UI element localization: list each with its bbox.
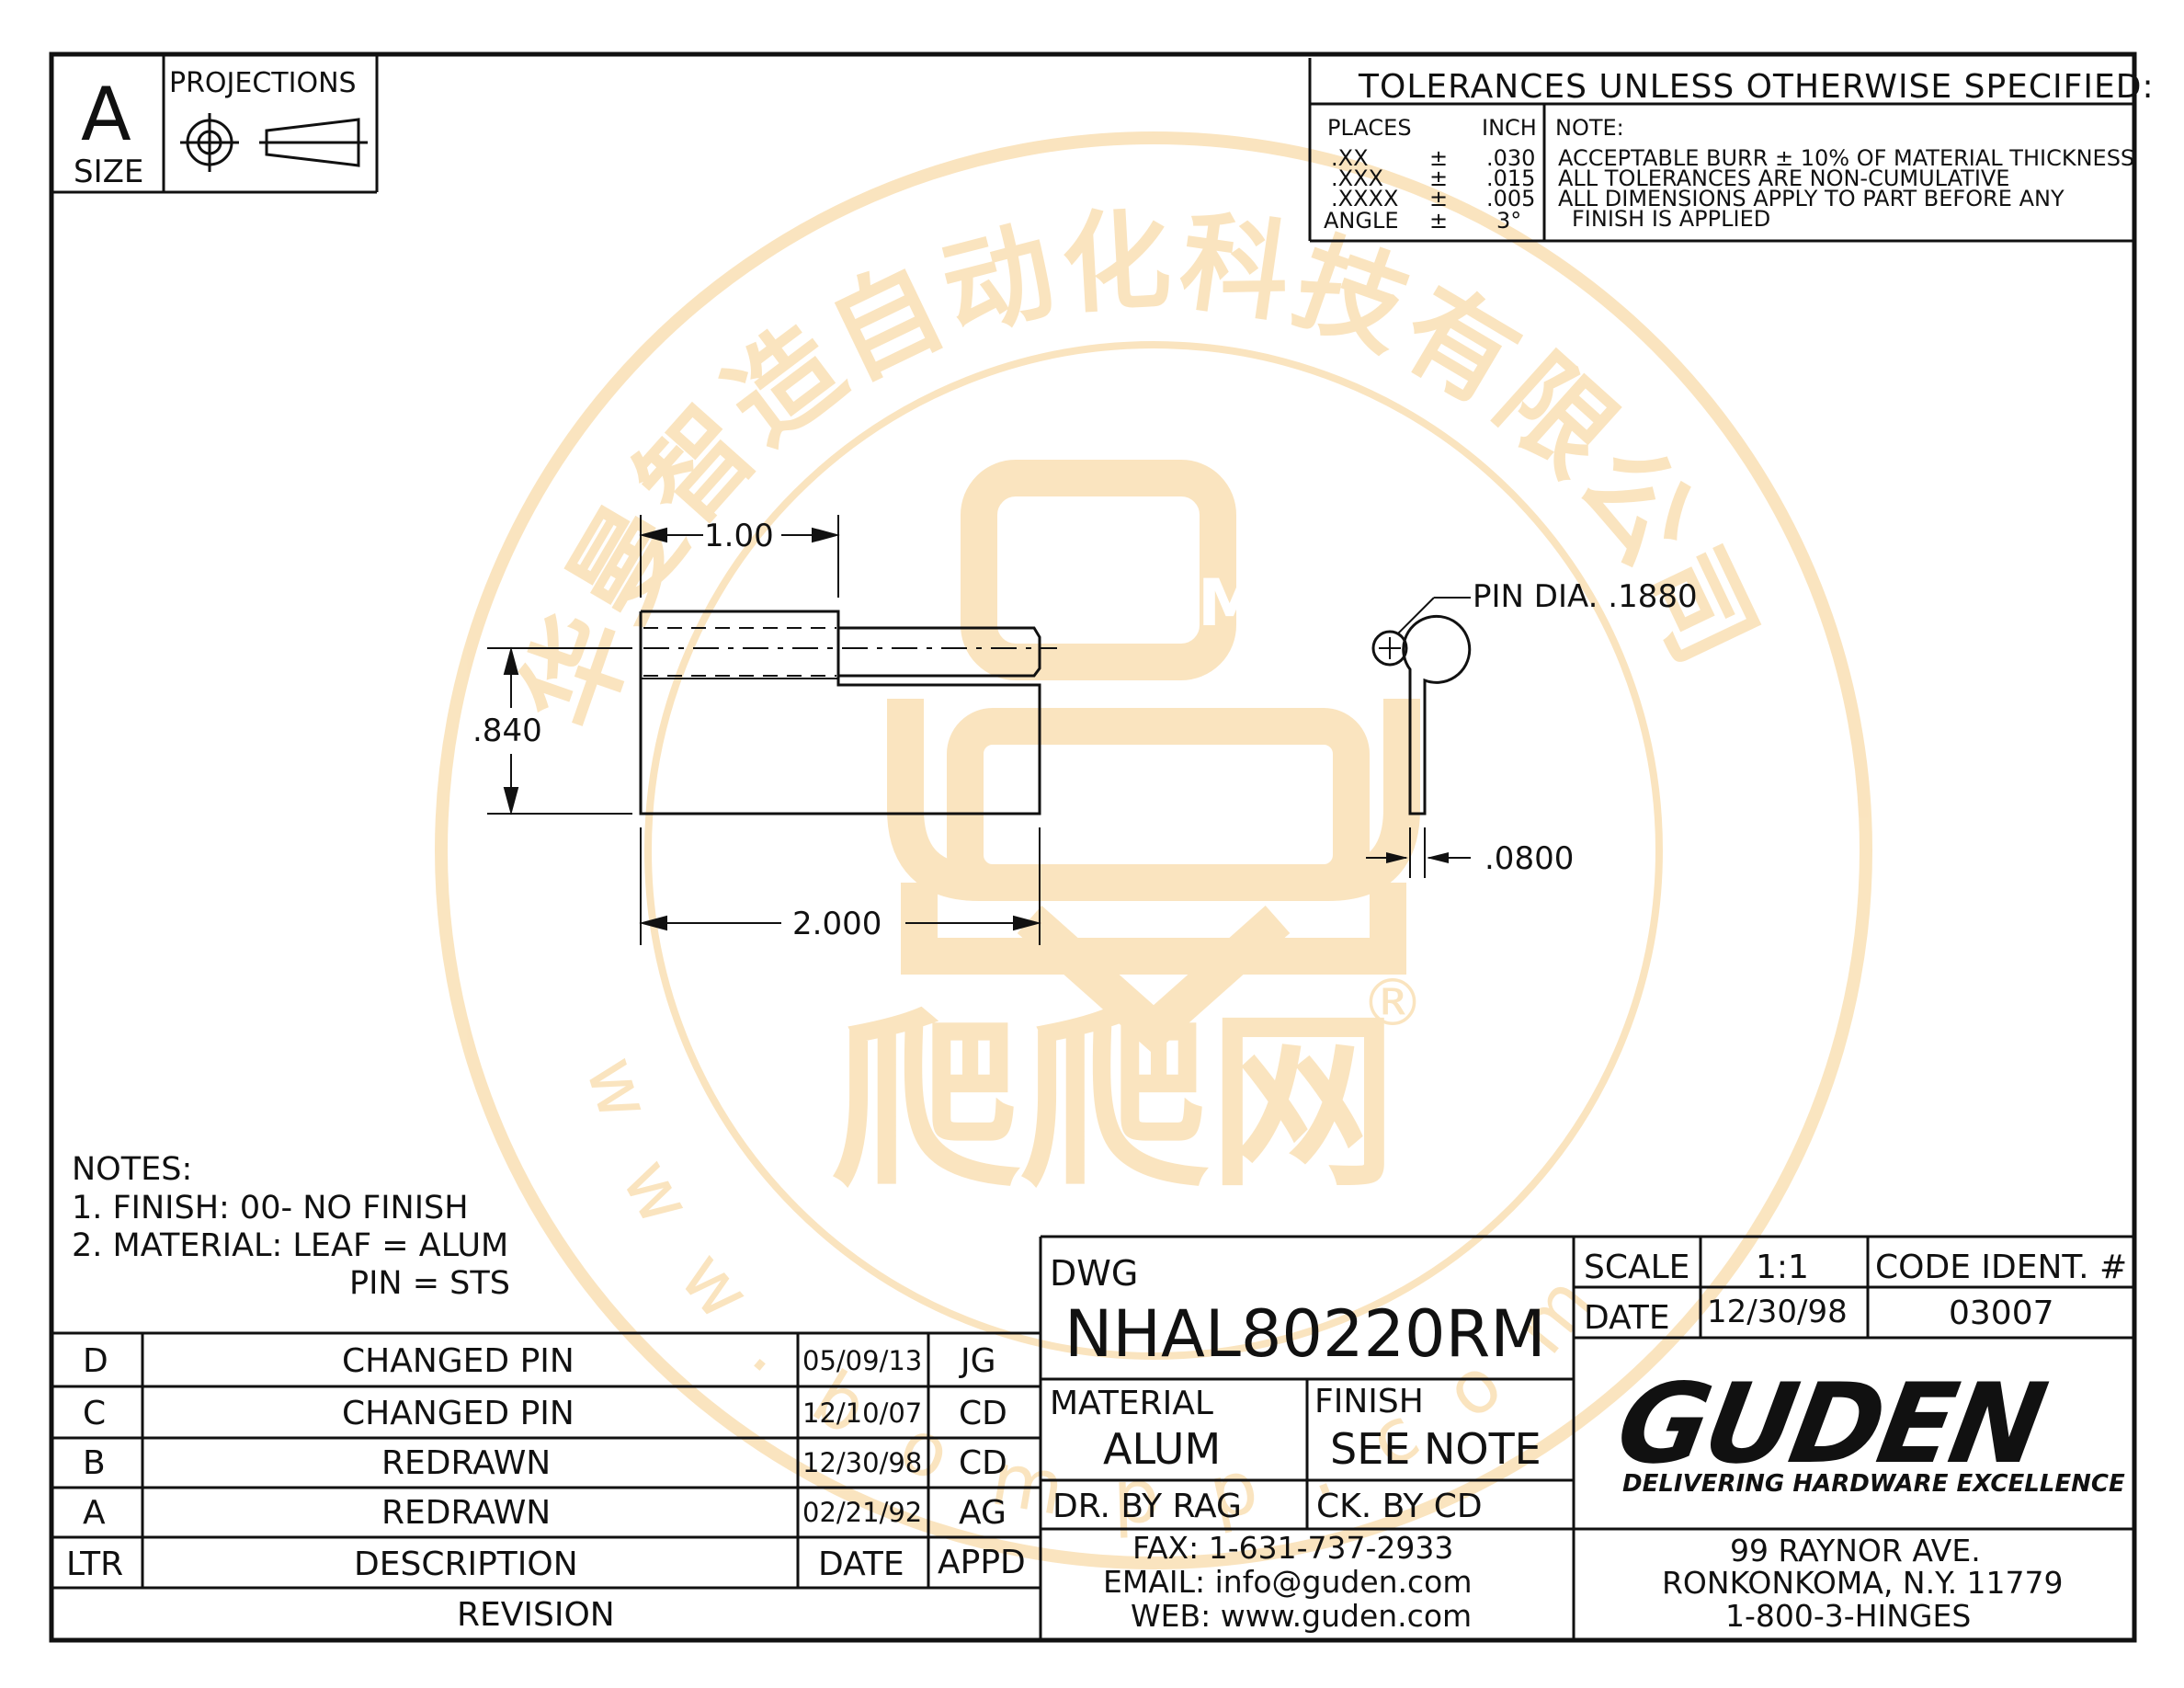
dimension-top-width [639, 515, 840, 598]
dimension-bottom-width [639, 827, 1041, 945]
material-label: MATERIAL [1050, 1385, 1213, 1422]
tolerance-inch-header: INCH [1482, 115, 1537, 141]
tolerance-note-line: FINISH IS APPLIED [1572, 206, 1770, 232]
dimension-bottom-width-label: 2.000 [792, 906, 882, 942]
drawn-by: DR. BY RAG [1052, 1488, 1242, 1525]
revision-date: 12/10/07 [802, 1397, 922, 1429]
tolerance-place: .XX [1331, 145, 1369, 171]
fax-line: FAX: 1-631-737-2933 [1132, 1530, 1453, 1566]
dimension-height-label: .840 [472, 713, 542, 749]
tolerance-pm: ± [1429, 208, 1448, 234]
revision-appd: JG [959, 1342, 996, 1380]
tolerance-note-line: ACCEPTABLE BURR ± 10% OF MATERIAL THICKN… [1558, 145, 2134, 171]
watermark-outer-ring [435, 131, 1872, 1569]
watermark-robot-logo [887, 460, 1420, 1055]
revision-desc: REDRAWN [381, 1444, 551, 1482]
tolerance-note-line: ALL TOLERANCES ARE NON-CUMULATIVE [1558, 165, 2009, 191]
tolerance-place: .XXX [1331, 165, 1383, 191]
notes-line: PIN = STS [349, 1265, 510, 1302]
revision-table-lines [51, 1331, 1041, 1590]
revision-appd: CD [959, 1395, 1007, 1432]
guden-logo-text: GUDEN [1609, 1360, 2053, 1488]
size-projection-block [51, 54, 379, 194]
email-line: EMAIL: info@guden.com [1103, 1564, 1473, 1600]
checked-by: CK. BY CD [1316, 1488, 1483, 1525]
dimension-top-width-label: 1.00 [704, 518, 774, 554]
revision-ltr: B [83, 1444, 106, 1482]
tolerance-value: .005 [1486, 186, 1535, 211]
tolerance-block-lines [1308, 58, 2134, 243]
revision-header-appd: APPD [938, 1544, 1026, 1581]
address-line-1: 99 RAYNOR AVE. [1730, 1533, 1981, 1568]
scale-value: 1:1 [1756, 1249, 1809, 1286]
revision-title: REVISION [457, 1596, 615, 1634]
scale-label: SCALE [1584, 1249, 1689, 1286]
revision-ltr: C [83, 1395, 106, 1432]
date-label: DATE [1584, 1299, 1670, 1337]
phone-line: 1-800-3-HINGES [1725, 1598, 1971, 1634]
tolerance-note-header: NOTE: [1555, 115, 1624, 141]
thickness-arrow-right [1427, 852, 1449, 863]
code-ident-value: 03007 [1949, 1295, 2054, 1332]
watermark-center-text: BOM [1094, 565, 1262, 641]
third-angle-projection-symbol [180, 113, 368, 172]
projections-label: PROJECTIONS [169, 67, 357, 99]
title-block-lines [1039, 1235, 2134, 1640]
revision-header-desc: DESCRIPTION [354, 1545, 578, 1583]
tolerance-note-line: ALL DIMENSIONS APPLY TO PART BEFORE ANY [1558, 186, 2065, 211]
thickness-label: .0800 [1484, 840, 1574, 877]
revision-appd: CD [959, 1444, 1007, 1482]
tolerance-pm: ± [1429, 165, 1448, 191]
dwg-number: NHAL80220RM [1064, 1296, 1546, 1372]
sheet-border [49, 51, 2137, 1643]
tolerance-pm: ± [1429, 186, 1448, 211]
watermark-registered: ® [1360, 965, 1425, 1041]
pin-diameter-label: PIN DIA. .1880 [1473, 578, 1698, 615]
date-value: 12/30/98 [1707, 1294, 1848, 1330]
tolerance-place: ANGLE [1324, 208, 1399, 234]
revision-date: 12/30/98 [802, 1447, 922, 1478]
notes-line: 2. MATERIAL: LEAF = ALUM [72, 1227, 508, 1264]
revision-header-ltr: LTR [66, 1545, 123, 1583]
tolerance-title: TOLERANCES UNLESS OTHERWISE SPECIFIED: [1358, 68, 2155, 106]
tolerance-pm: ± [1429, 145, 1448, 171]
revision-appd: AG [959, 1494, 1007, 1532]
dwg-label: DWG [1050, 1253, 1138, 1294]
revision-date: 05/09/13 [802, 1345, 922, 1376]
notes-line: 1. FINISH: 00- NO FINISH [72, 1190, 469, 1226]
tolerance-value: .030 [1486, 145, 1535, 171]
address-line-2: RONKONKOMA, N.Y. 11779 [1662, 1565, 2064, 1601]
tolerance-value: .015 [1486, 165, 1535, 191]
revision-desc: REDRAWN [381, 1494, 551, 1532]
revision-header-date: DATE [818, 1545, 904, 1583]
watermark-bottom-text: 爬爬网 [832, 994, 1397, 1213]
guden-logo: GUDEN DELIVERING HARDWARE EXCELLENCE [1609, 1360, 2125, 1498]
revision-ltr: A [83, 1494, 106, 1532]
notes-title: NOTES: [72, 1151, 192, 1188]
tolerance-value: 3° [1496, 208, 1521, 234]
tolerance-place: .XXXX [1331, 186, 1398, 211]
watermark-inner-ring [644, 341, 1663, 1360]
revision-date: 02/21/92 [802, 1497, 922, 1528]
size-letter: A [81, 72, 131, 157]
thickness-arrow-left [1386, 852, 1408, 863]
tolerance-places-header: PLACES [1327, 115, 1412, 141]
material-value: ALUM [1103, 1424, 1221, 1474]
hinge-front-view [639, 610, 1057, 815]
code-ident-label: CODE IDENT. # [1875, 1249, 2127, 1286]
web-line: WEB: www.guden.com [1131, 1598, 1472, 1634]
size-label: SIZE [74, 154, 143, 190]
revision-desc: CHANGED PIN [342, 1342, 574, 1380]
guden-logo-tagline: DELIVERING HARDWARE EXCELLENCE [1622, 1470, 2125, 1498]
revision-desc: CHANGED PIN [342, 1395, 574, 1432]
finish-label: FINISH [1314, 1383, 1424, 1420]
revision-ltr: D [83, 1342, 108, 1380]
dimension-height [487, 646, 632, 815]
finish-value: SEE NOTE [1330, 1424, 1541, 1474]
